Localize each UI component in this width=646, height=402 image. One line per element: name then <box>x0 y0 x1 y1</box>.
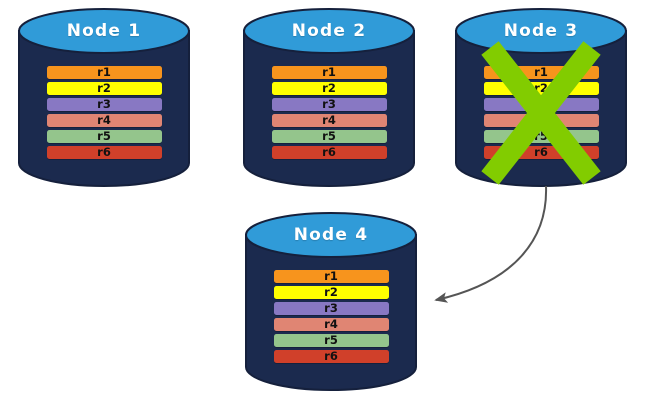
row-bar-r1[interactable]: r1 <box>271 66 387 79</box>
row-bar-r4[interactable]: r4 <box>273 318 389 331</box>
row-bar-r6[interactable]: r6 <box>46 146 162 159</box>
row-bar-r6[interactable]: r6 <box>271 146 387 159</box>
row-bar-r6[interactable]: r6 <box>273 350 389 363</box>
cylinder-top-ellipse <box>243 8 415 54</box>
row-bar-r1[interactable]: r1 <box>273 270 389 283</box>
row-bar-r5[interactable]: r5 <box>483 130 599 143</box>
row-bar-r2[interactable]: r2 <box>273 286 389 299</box>
cylinder-top-ellipse <box>245 212 417 258</box>
row-bar-r1[interactable]: r1 <box>483 66 599 79</box>
row-bar-r3[interactable]: r3 <box>271 98 387 111</box>
row-bar-r3[interactable]: r3 <box>273 302 389 315</box>
row-bar-r3[interactable]: r3 <box>46 98 162 111</box>
row-bar-r6[interactable]: r6 <box>483 146 599 159</box>
row-bar-r4[interactable]: r4 <box>271 114 387 127</box>
row-bar-r5[interactable]: r5 <box>273 334 389 347</box>
row-bar-r5[interactable]: r5 <box>271 130 387 143</box>
row-bar-r5[interactable]: r5 <box>46 130 162 143</box>
row-bar-r2[interactable]: r2 <box>483 82 599 95</box>
row-bar-r4[interactable]: r4 <box>483 114 599 127</box>
row-bar-r2[interactable]: r2 <box>271 82 387 95</box>
row-bar-r2[interactable]: r2 <box>46 82 162 95</box>
cylinder-top-ellipse <box>18 8 190 54</box>
row-bar-r3[interactable]: r3 <box>483 98 599 111</box>
row-bar-r1[interactable]: r1 <box>46 66 162 79</box>
cylinder-top-ellipse <box>455 8 627 54</box>
row-bar-r4[interactable]: r4 <box>46 114 162 127</box>
